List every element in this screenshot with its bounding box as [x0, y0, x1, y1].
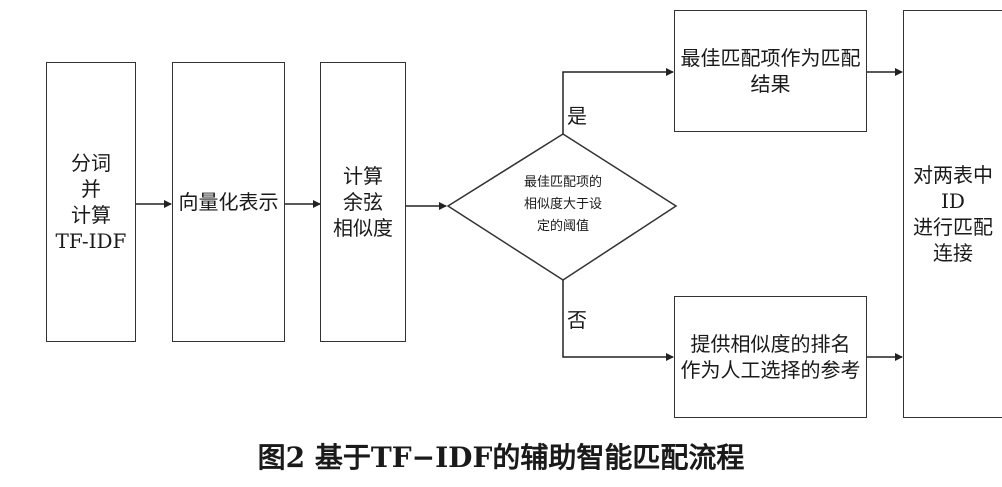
step-best-match-label: 最佳匹配项作为匹配 结果 — [680, 46, 861, 96]
step-cosine-label: 计算 余弦 相似度 — [333, 164, 393, 240]
step-vectorize-label: 向量化表示 — [178, 190, 279, 214]
step-best-match-result: 最佳匹配项作为匹配 结果 — [674, 10, 867, 132]
decision-label: 最佳匹配项的 相似度大于设 定的阈值 — [523, 175, 602, 234]
branch-yes-label: 是 — [567, 104, 587, 128]
step-id-connect: 对两表中 ID 进行匹配 连接 — [903, 10, 1002, 418]
step-connect-label: 对两表中 ID 进行匹配 连接 — [913, 163, 993, 265]
step-manual-label: 提供相似度的排名 作为人工选择的参考 — [680, 332, 861, 382]
figure-caption: 图2 基于TF−IDF的辅助智能匹配流程 — [257, 441, 745, 474]
step-manual-reference: 提供相似度的排名 作为人工选择的参考 — [674, 296, 867, 418]
decision-diamond — [446, 133, 678, 281]
step-tokenize-label: 分词 并 计算 TF-IDF — [55, 151, 127, 253]
step-vectorize: 向量化表示 — [172, 62, 285, 342]
arrow-yes-branch — [562, 68, 674, 134]
branch-no-label: 否 — [567, 308, 587, 332]
step-tokenize-tfidf: 分词 并 计算 TF-IDF — [46, 62, 136, 342]
arrow-no-branch — [562, 280, 674, 361]
step-cosine-similarity: 计算 余弦 相似度 — [320, 62, 406, 342]
